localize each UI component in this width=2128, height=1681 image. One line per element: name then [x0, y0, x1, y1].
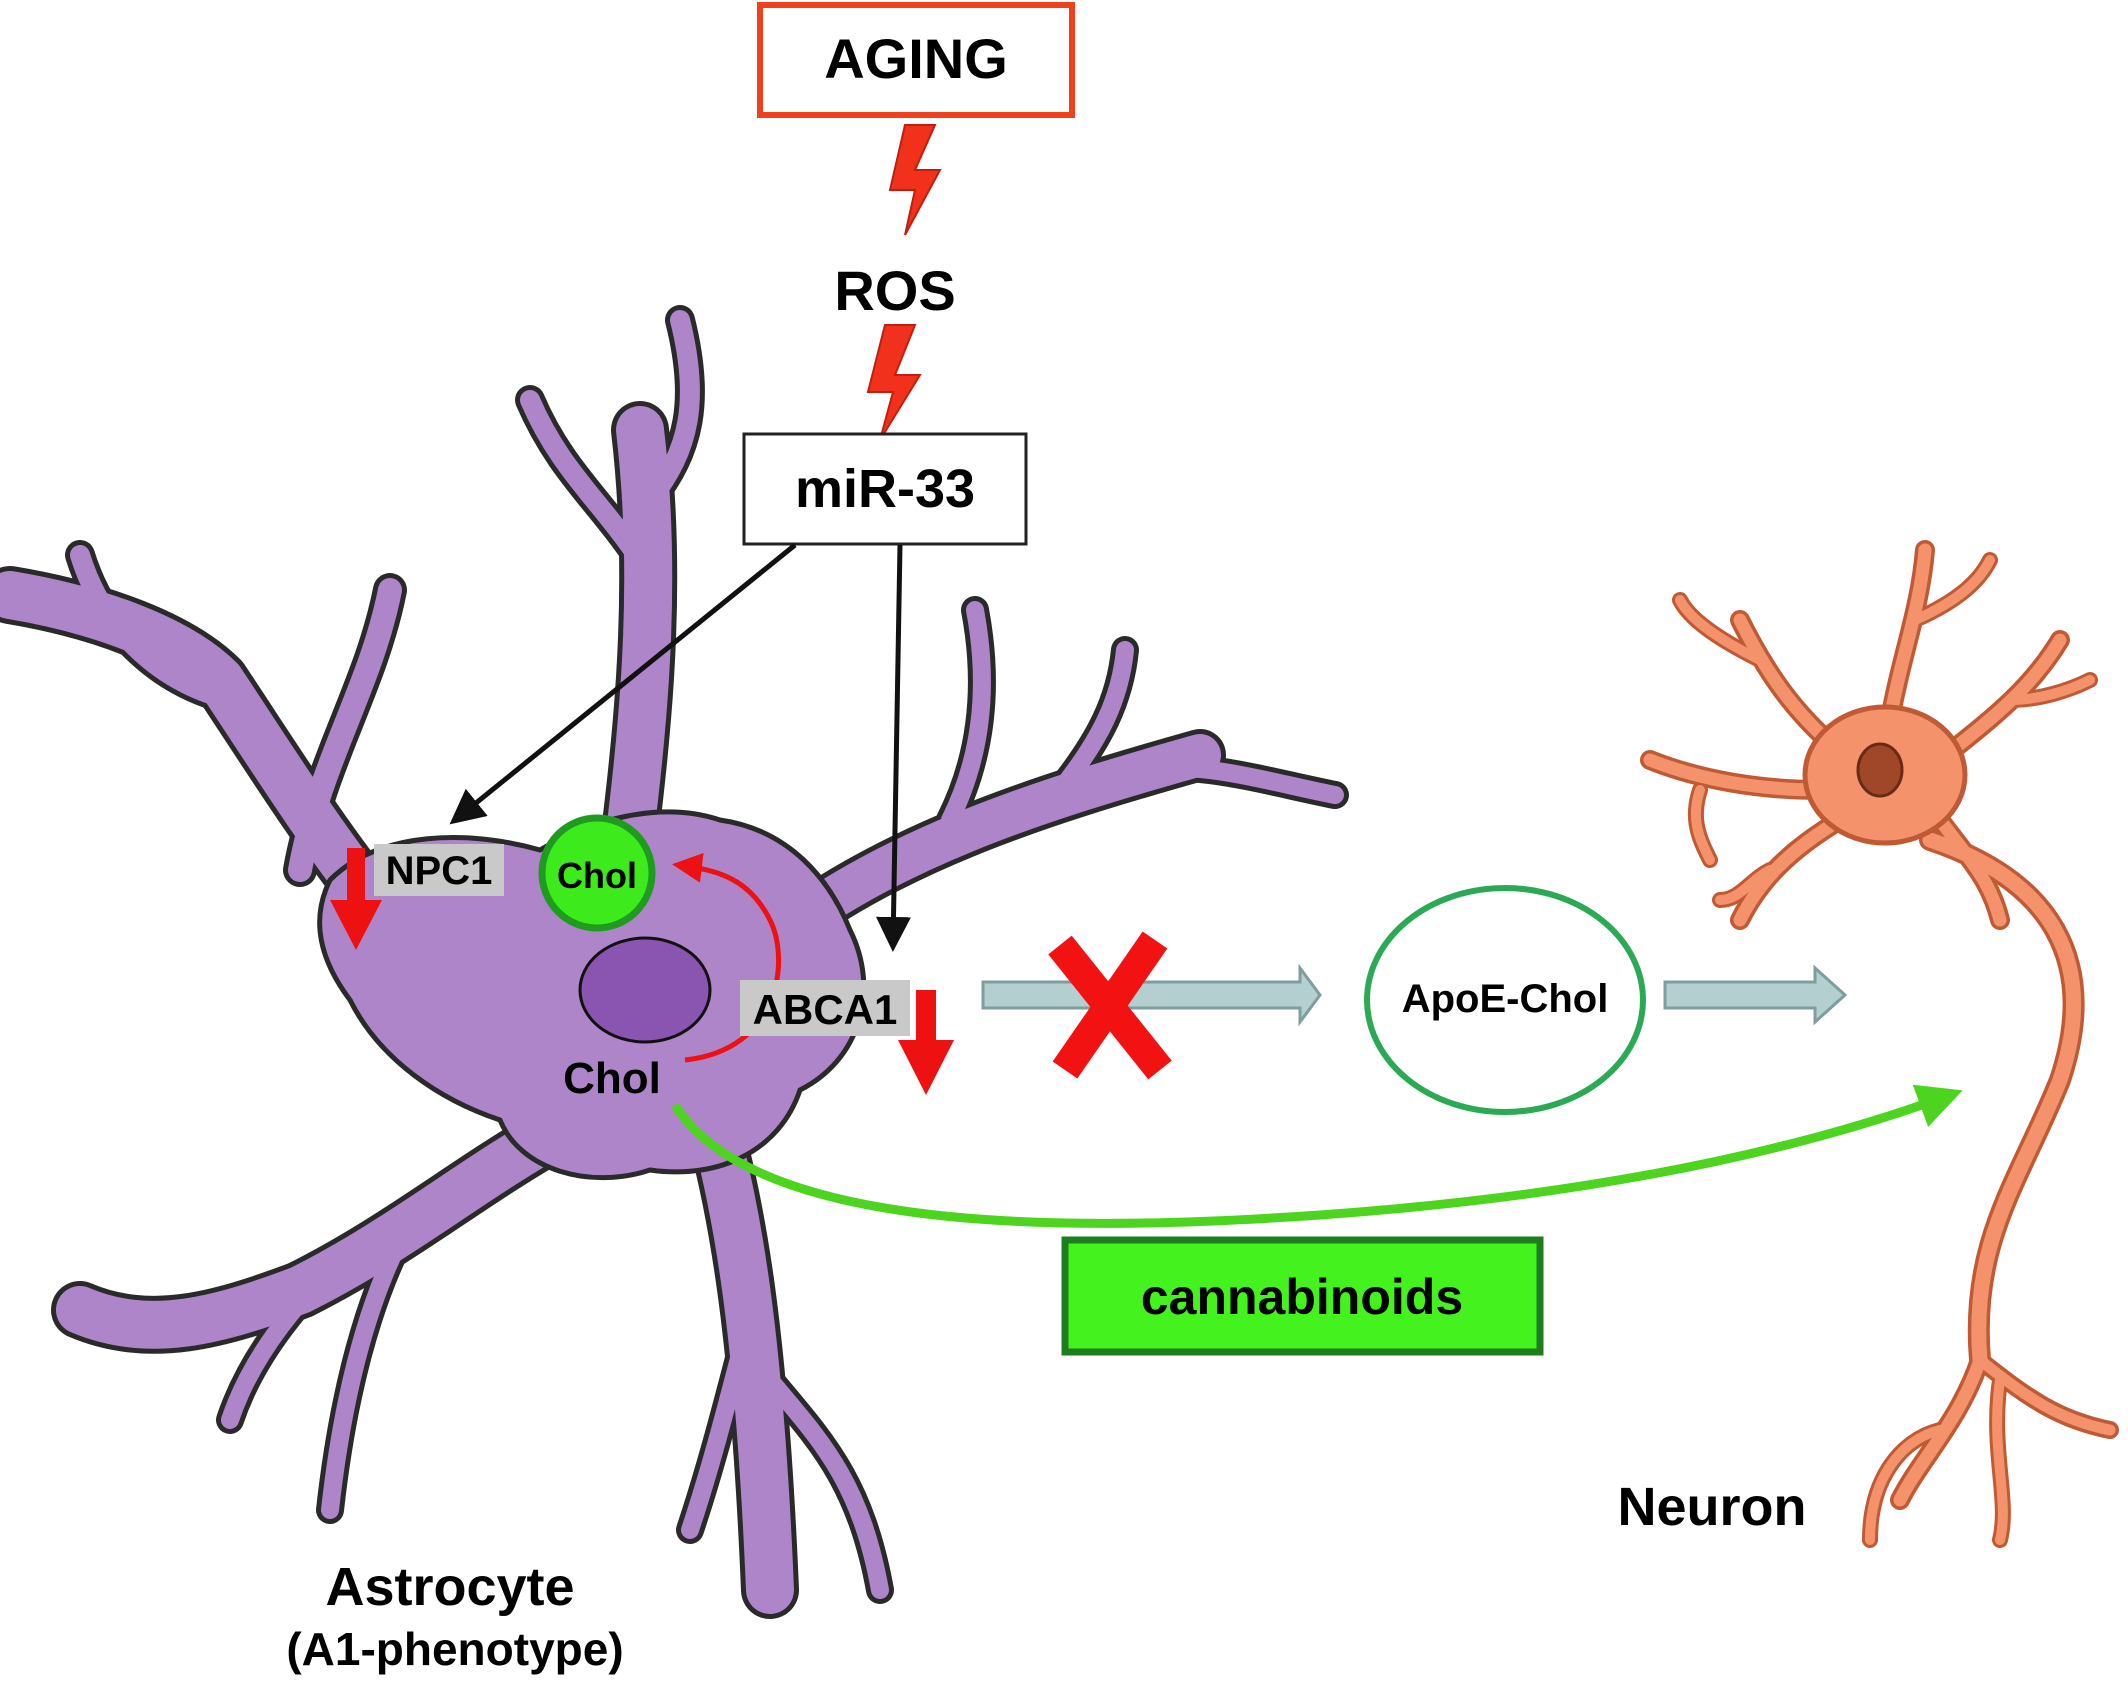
npc1-label: NPC1 [386, 849, 493, 893]
cannabinoids-box [1061, 1236, 1544, 1356]
abca1-down-arrow [898, 990, 954, 1095]
abca1-label-bg [740, 980, 910, 1036]
apoe-chol-label: ApoE-Chol [1402, 977, 1609, 1021]
cannabinoids-label: cannabinoids [1141, 1269, 1463, 1325]
neuron-nucleus [1856, 742, 1904, 798]
mir33-label: miR-33 [795, 459, 975, 519]
chol-recycle-arrow [672, 852, 782, 1063]
neuron-cell [1640, 540, 2119, 1548]
apoe-chol-particle [1364, 885, 1646, 1115]
efflux-arrow [981, 963, 1322, 1027]
lightning-bolt-icon [866, 324, 922, 441]
mir33-box [742, 432, 1028, 546]
astrocyte-phenotype-label: (A1-phenotype) [286, 1623, 623, 1675]
npc1-label-bg [374, 844, 504, 896]
aging-label: AGING [824, 27, 1008, 90]
npc1-down-arrow [330, 848, 382, 950]
delivery-arrow [1663, 964, 1848, 1026]
cannabinoid-rescue-arrow [671, 1084, 1963, 1228]
chol-cell-label: Chol [563, 1054, 661, 1103]
ros-label: ROS [834, 259, 955, 322]
abca1-label: ABCA1 [753, 986, 898, 1033]
blocked-x-icon [1048, 931, 1172, 1080]
mir33-to-npc1-arrow [449, 543, 797, 825]
astrocyte-label: Astrocyte [325, 1557, 574, 1617]
mir33-to-abca1-arrow [875, 544, 911, 952]
aging-box [757, 2, 1075, 118]
chol-vesicle [538, 814, 656, 932]
lightning-bolt-icon [888, 124, 942, 236]
neuron-dendrites-fill [1643, 543, 2116, 1545]
neuron-label: Neuron [1618, 1477, 1807, 1537]
astrocyte-cell [0, 305, 1349, 1619]
chol-vesicle-label: Chol [557, 855, 637, 896]
astrocyte-nucleus [578, 936, 712, 1044]
